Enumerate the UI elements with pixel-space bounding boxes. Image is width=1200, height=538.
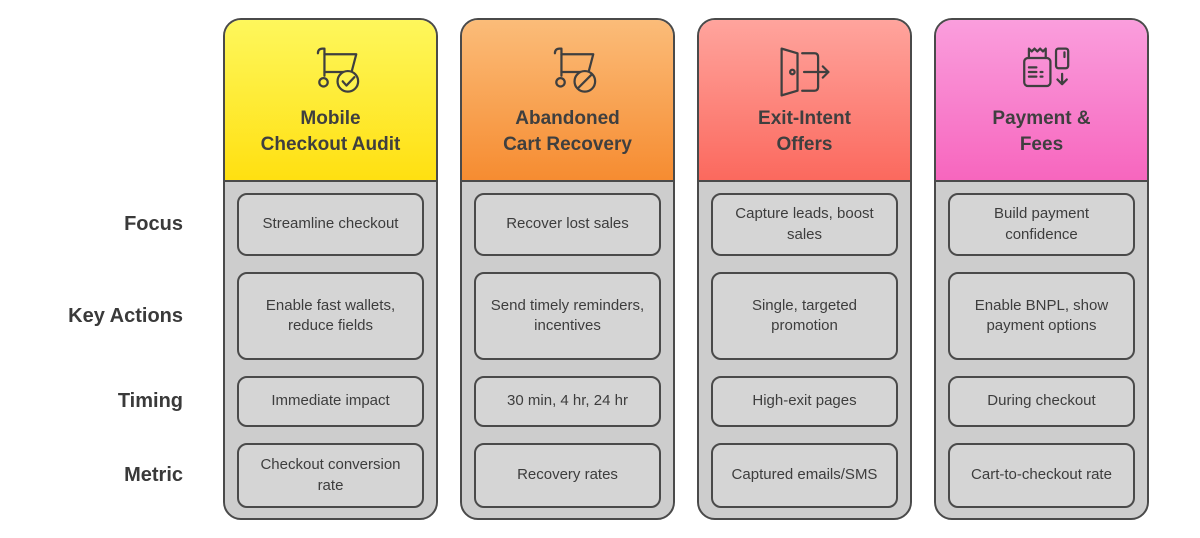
cell-focus: Capture leads, boost sales: [711, 193, 898, 256]
cell-key-actions: Send timely reminders, incentives: [474, 272, 661, 360]
cell-timing: Immediate impact: [237, 376, 424, 427]
cell-key-actions: Single, targeted promotion: [711, 272, 898, 360]
card-header: Exit-Intent Offers: [699, 20, 910, 182]
cell-timing: During checkout: [948, 376, 1135, 427]
card-body: Capture leads, boost sales Single, targe…: [699, 182, 910, 518]
row-label-key-actions: Key Actions: [68, 304, 183, 327]
payment-terminal-card-icon: [1010, 43, 1074, 101]
card-title: Exit-Intent Offers: [758, 107, 851, 155]
card-header: Abandoned Cart Recovery: [462, 20, 673, 182]
cell-timing: 30 min, 4 hr, 24 hr: [474, 376, 661, 427]
card-body: Build payment confidence Enable BNPL, sh…: [936, 182, 1147, 518]
cell-metric: Captured emails/SMS: [711, 443, 898, 508]
card-title: Payment & Fees: [992, 107, 1091, 155]
cell-focus: Build payment confidence: [948, 193, 1135, 256]
cell-metric: Cart-to-checkout rate: [948, 443, 1135, 508]
row-label-focus: Focus: [124, 213, 183, 235]
row-label-timing: Timing: [117, 390, 183, 412]
card-title: Mobile Checkout Audit: [260, 107, 401, 155]
cell-timing: High-exit pages: [711, 376, 898, 427]
card-header: Payment & Fees: [936, 20, 1147, 182]
cell-metric: Checkout conversion rate: [237, 443, 424, 508]
card-payment-and-fees: Payment & Fees Build payment confidence …: [934, 18, 1149, 520]
cell-metric: Recovery rates: [474, 443, 661, 508]
cell-focus: Streamline checkout: [237, 193, 424, 256]
card-mobile-checkout-audit: Mobile Checkout Audit Streamline checkou…: [223, 18, 438, 520]
row-label-metric: Metric: [124, 464, 183, 486]
cell-key-actions: Enable fast wallets, reduce fields: [237, 272, 424, 360]
card-title: Abandoned Cart Recovery: [503, 107, 632, 155]
cell-focus: Recover lost sales: [474, 193, 661, 256]
card-body: Recover lost sales Send timely reminders…: [462, 182, 673, 518]
card-exit-intent-offers: Exit-Intent Offers Capture leads, boost …: [697, 18, 912, 520]
cell-key-actions: Enable BNPL, show payment options: [948, 272, 1135, 360]
card-body: Streamline checkout Enable fast wallets,…: [225, 182, 436, 518]
exit-door-arrow-icon: [773, 43, 837, 101]
cart-check-icon: [299, 43, 363, 101]
card-abandoned-cart-recovery: Abandoned Cart Recovery Recover lost sal…: [460, 18, 675, 520]
card-header: Mobile Checkout Audit: [225, 20, 436, 182]
cart-slash-icon: [536, 43, 600, 101]
row-labels: Focus Key Actions Timing Metric: [0, 193, 201, 508]
